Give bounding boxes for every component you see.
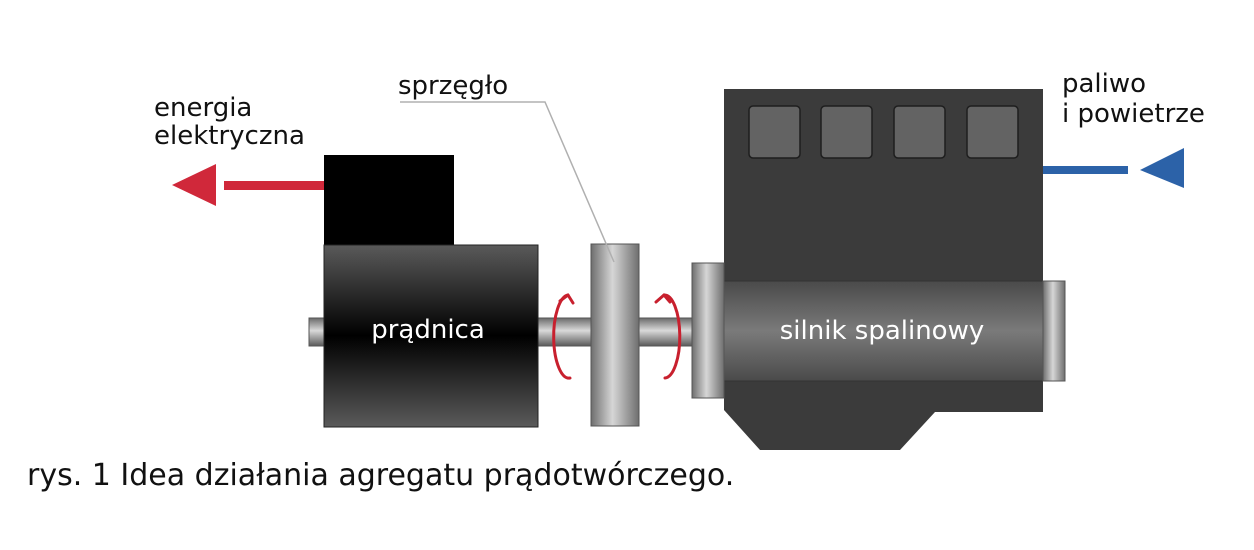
combustion-engine bbox=[691, 89, 1066, 450]
engine-rear-cap bbox=[1042, 280, 1066, 382]
output-arrow-head bbox=[172, 164, 216, 206]
engine-cylinder-4 bbox=[966, 105, 1019, 159]
coupling-label: sprzęgło bbox=[398, 71, 508, 101]
energy-label-line2: elektryczna bbox=[154, 121, 305, 151]
rotation-arrow-right bbox=[654, 293, 682, 380]
input-arrow-head bbox=[1140, 148, 1184, 188]
generator bbox=[323, 155, 539, 428]
rotation-arrow-left bbox=[552, 293, 575, 380]
electric-output-arrow bbox=[172, 164, 325, 206]
engine-cylinder-3 bbox=[893, 105, 946, 159]
fuel-label-line1: paliwo bbox=[1062, 69, 1146, 99]
engine-label: silnik spalinowy bbox=[780, 316, 984, 346]
fuel-label-line2: i powietrze bbox=[1062, 99, 1205, 129]
engine-crank-band bbox=[723, 280, 1044, 382]
energy-label-line1: energia bbox=[154, 93, 252, 123]
coupling-disc bbox=[590, 243, 640, 427]
input-arrow-shaft bbox=[1042, 166, 1128, 174]
engine-front-flange bbox=[691, 262, 725, 399]
engine-cylinder-1 bbox=[748, 105, 801, 159]
figure-caption: rys. 1 Idea działania agregatu prądotwór… bbox=[27, 458, 734, 493]
generator-label: prądnica bbox=[371, 315, 485, 345]
engine-sump bbox=[724, 380, 1043, 450]
generator-terminal-box bbox=[324, 155, 454, 247]
coupling-leader-line bbox=[400, 101, 615, 263]
engine-cylinder-2 bbox=[820, 105, 873, 159]
fuel-air-input-arrow bbox=[1042, 148, 1184, 188]
generator-body bbox=[323, 244, 539, 428]
output-arrow-shaft bbox=[224, 181, 325, 190]
